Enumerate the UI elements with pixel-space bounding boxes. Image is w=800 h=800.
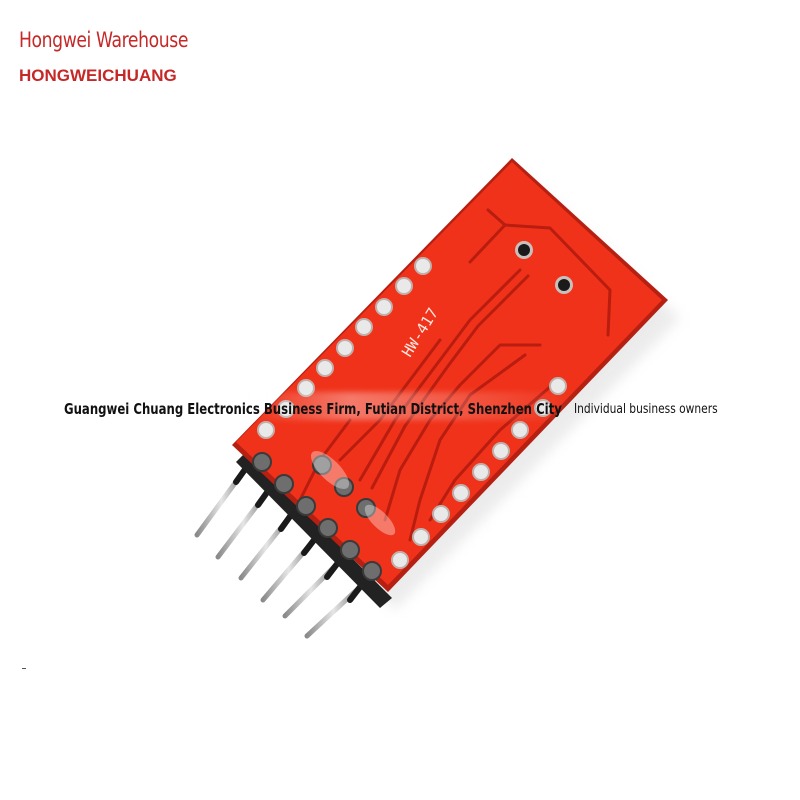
- watermark-business-type: Individual business owners: [574, 402, 718, 417]
- stray-mark: [22, 668, 26, 669]
- pcb-board: [232, 158, 668, 592]
- pad-row-top: [257, 257, 432, 439]
- header-pins: [194, 452, 392, 639]
- watermark-blur: [250, 392, 580, 420]
- solder-pads: [252, 452, 382, 581]
- pad-row-bottom: [391, 377, 567, 569]
- brand-title: Hongwei Warehouse: [19, 28, 188, 52]
- watermark-company: Guangwei Chuang Electronics Business Fir…: [64, 400, 562, 418]
- brand-subtitle: HONGWEICHUANG: [19, 66, 177, 85]
